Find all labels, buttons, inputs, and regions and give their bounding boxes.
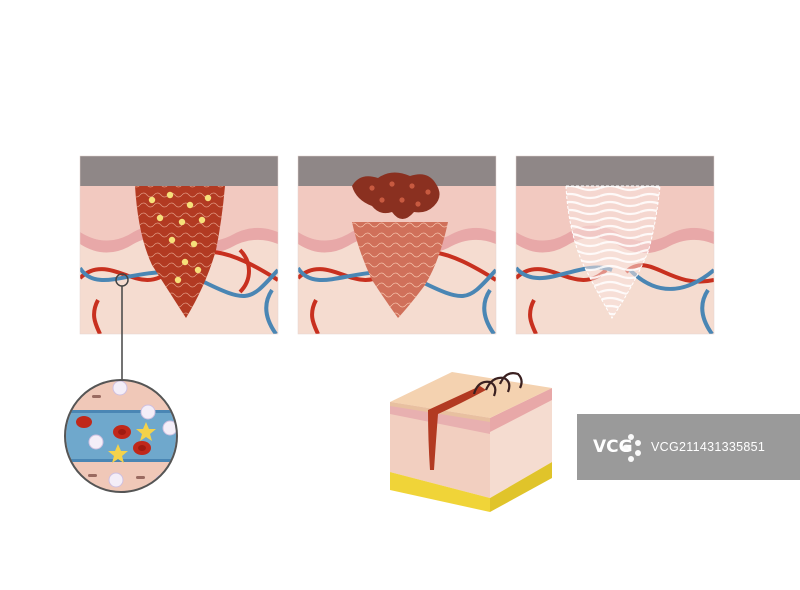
sutured-skin-block [390, 372, 552, 512]
red-blood-cells [76, 416, 151, 455]
suture-stitches [472, 372, 523, 397]
platelets [108, 422, 156, 463]
panel-remodeling [516, 156, 714, 334]
watermark-brand: VCG [593, 437, 633, 457]
magnifier-callout [115, 273, 129, 380]
platelet-stars [148, 191, 212, 284]
watermark-banner: VCG VCG211431335851 [577, 414, 800, 480]
vcg-logo: VCG [591, 427, 643, 467]
panel-proliferation [298, 156, 496, 334]
blood-vessel-closeup [64, 379, 178, 493]
watermark-id: VCG211431335851 [651, 440, 766, 454]
panel-hemostasis [80, 156, 278, 334]
